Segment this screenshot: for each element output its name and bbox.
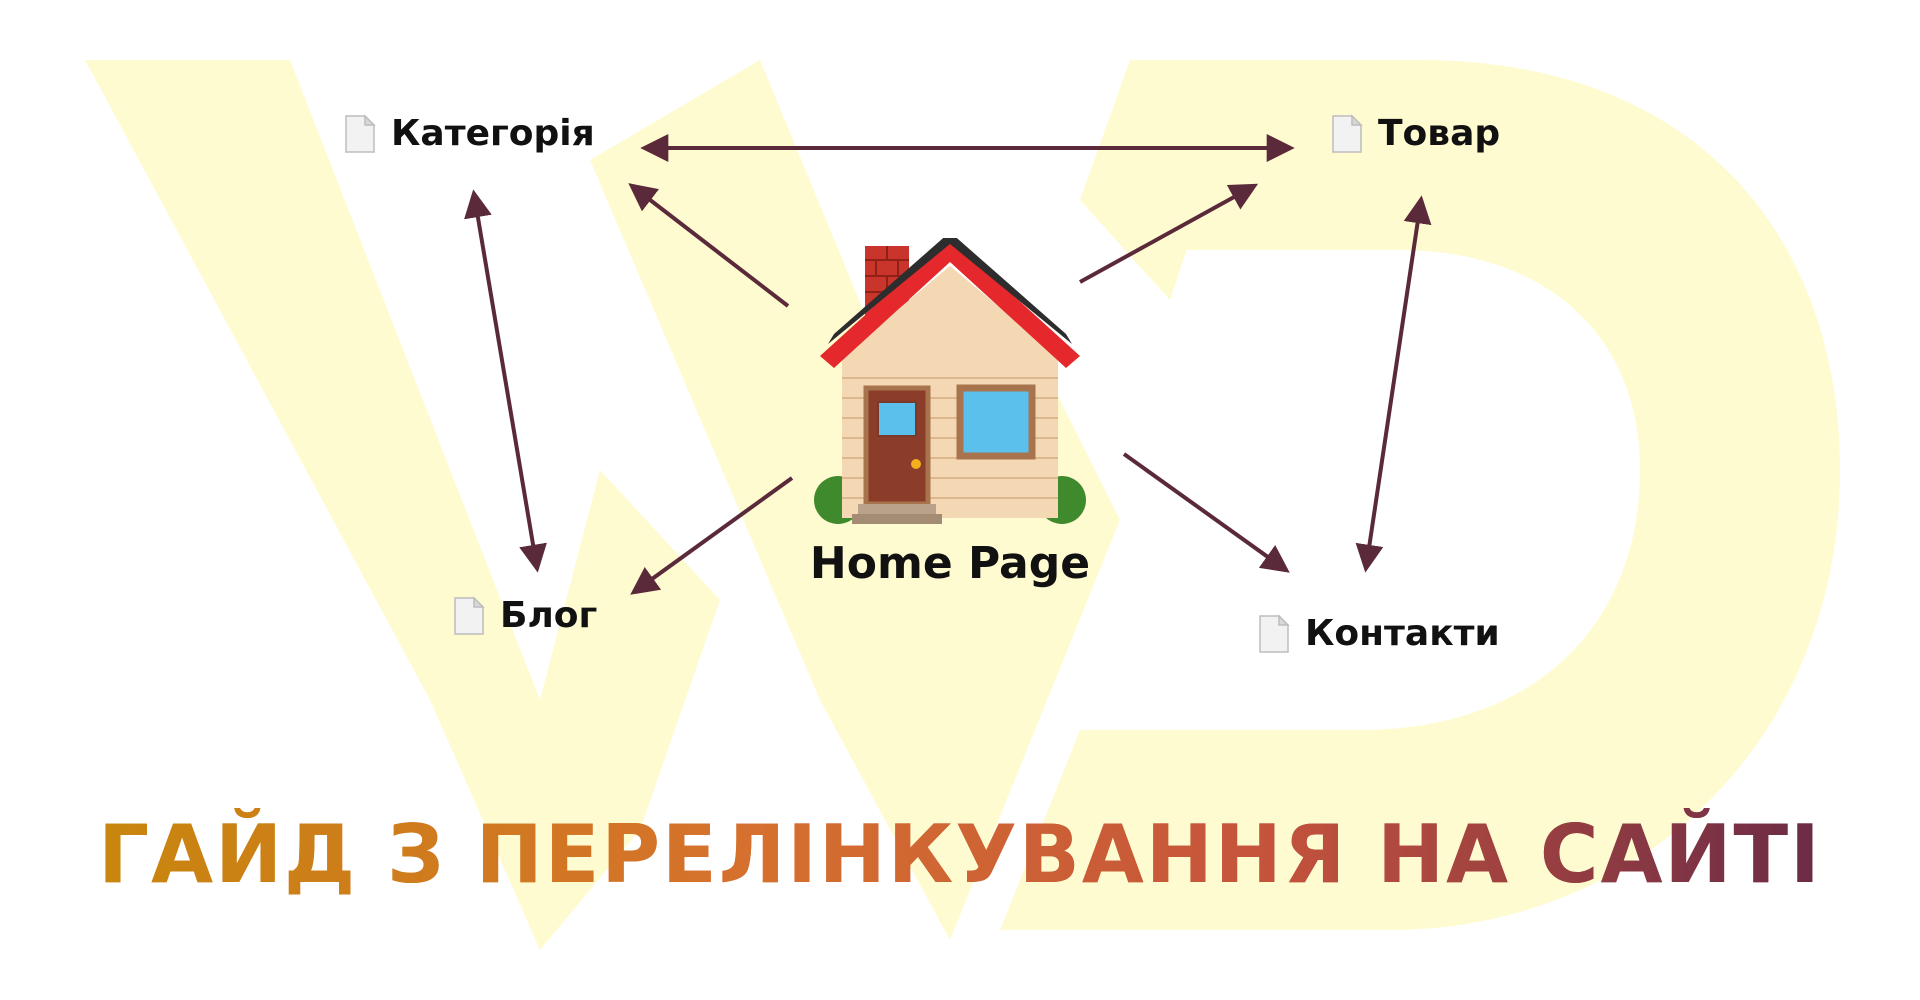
node-label-product: Товар (1378, 113, 1501, 154)
arrow-product-contacts (1355, 195, 1432, 573)
document-icon (345, 113, 376, 153)
node-label-blog: Блог (500, 595, 598, 636)
node-category: Категорія (343, 113, 595, 154)
title-text: ГАЙД З ПЕРЕЛІНКУВАННЯ НА САЙТІ (98, 808, 1822, 901)
node-contacts: Контакти (1257, 613, 1500, 654)
node-label-contacts: Контакти (1305, 613, 1500, 654)
node-blog: Блог (452, 595, 597, 636)
page-title: ГАЙД З ПЕРЕЛІНКУВАННЯ НА САЙТІ (0, 808, 1920, 901)
arrow-category-blog (464, 189, 547, 573)
house-icon (814, 238, 1086, 524)
arrow-home-product (1079, 183, 1259, 284)
node-label-category: Категорія (391, 113, 595, 154)
node-home-page: Home Page (800, 238, 1100, 608)
home-page-label: Home Page (809, 538, 1091, 589)
document-icon (454, 595, 485, 635)
node-product: Товар (1330, 113, 1500, 154)
document-icon (1332, 113, 1363, 153)
arrow-home-contacts (1122, 452, 1290, 573)
document-icon (1259, 613, 1290, 653)
arrow-home-category (628, 183, 790, 308)
arrow-home-blog (630, 476, 794, 595)
